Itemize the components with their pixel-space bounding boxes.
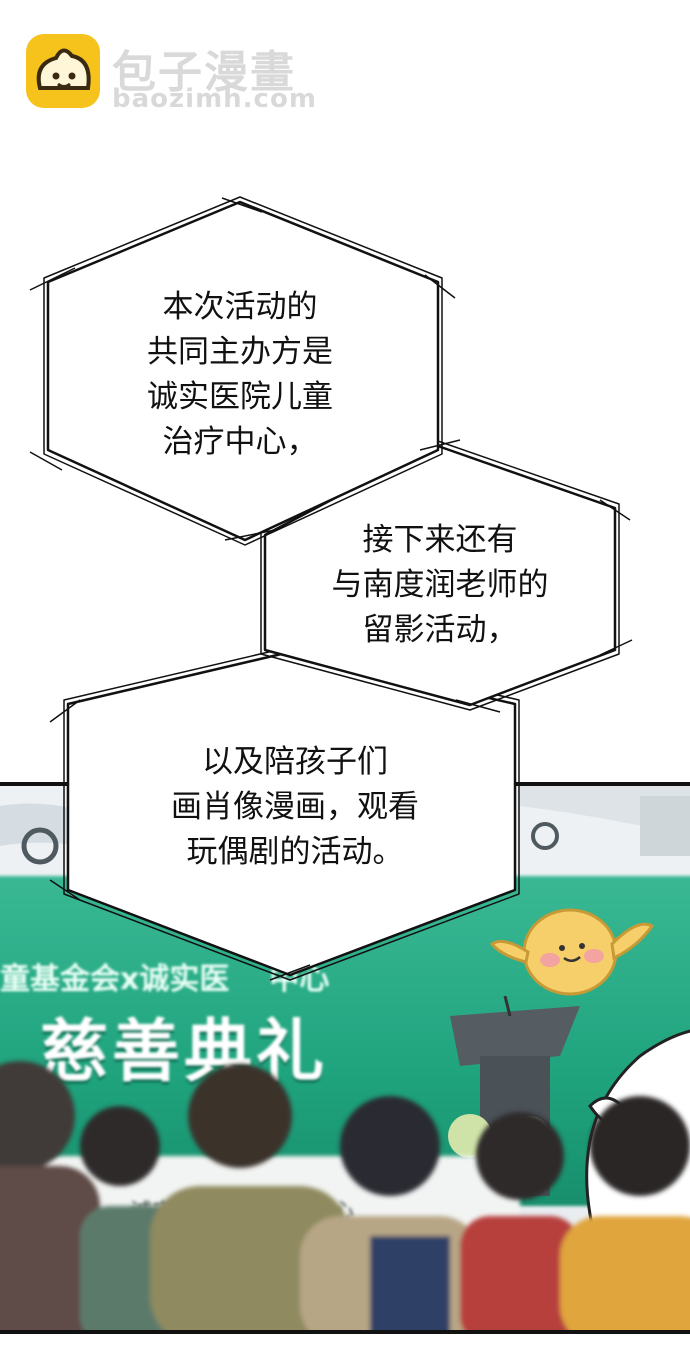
- bubble-2-line-1: 接下来还有: [362, 522, 518, 558]
- mascot-icon: [489, 908, 655, 996]
- bubble-3-text: 以及陪孩子们 画肖像漫画，观看 玩偶剧的活动。: [145, 740, 445, 875]
- banner-subtitle: 童基金会x诚实医中心: [0, 954, 329, 998]
- bubble-3-line-3: 玩偶剧的活动。: [186, 834, 404, 870]
- bun-face-icon: [36, 48, 91, 90]
- banner-title: 慈善典礼: [40, 1013, 329, 1092]
- watermark-logo: 包子漫畫 baozimh.com: [26, 34, 326, 114]
- bubble-2-text: 接下来还有 与南度润老师的 留影活动，: [300, 518, 580, 653]
- bubble-3-line-1: 以及陪孩子们: [202, 744, 388, 780]
- bubble-1-shape: [46, 200, 440, 542]
- bubble-1-outline: [43, 196, 443, 546]
- watermark-name: 包子漫畫: [112, 47, 296, 98]
- watermark-domain: baozimh.com: [112, 84, 317, 114]
- bubble-1-line-3: 诚实医院儿童: [147, 379, 333, 415]
- bubble-1-line-4: 治疗中心，: [162, 424, 318, 460]
- crowd: [0, 1061, 690, 1330]
- bubble-1-text: 本次活动的 共同主办方是 诚实医院儿童 治疗中心，: [120, 285, 360, 465]
- bubble-3-line-2: 画肖像漫画，观看: [171, 789, 419, 825]
- bubble-2-line-2: 与南度润老师的: [331, 567, 549, 603]
- bubble-1-line-1: 本次活动的: [162, 289, 318, 325]
- banner-subtitle-text: 童基金会x诚实医: [0, 962, 230, 997]
- bun-mascot-icon: [26, 34, 100, 108]
- bubble-1-line-2: 共同主办方是: [147, 334, 333, 370]
- bubble-2-line-3: 留影活动，: [362, 612, 518, 648]
